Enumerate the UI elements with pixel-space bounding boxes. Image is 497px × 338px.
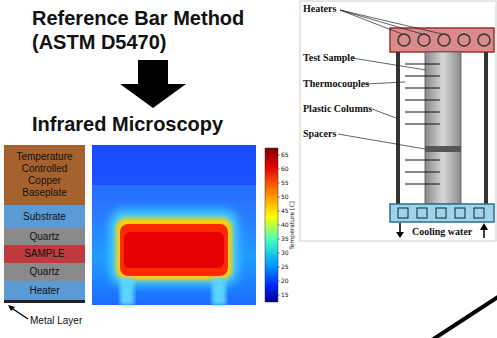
tick-label: 20 [281,278,289,285]
colorbar [265,148,280,302]
layer-box: Quartz [4,263,85,281]
part-label: Heaters [303,3,336,15]
layer-label: Quartz [29,231,59,243]
layer-box: SAMPLE [4,245,85,263]
tick-label: 40 [281,222,289,229]
down-arrow [120,60,186,108]
layer-text-group: Heater [6,285,83,297]
layer-box: Quartz [4,228,85,245]
layer-text-group: Substrate [6,211,83,223]
axis-title: Temperature [C] [289,201,296,250]
metal-layer [4,300,85,303]
part-label: Cooling water [412,226,472,238]
reference-bar-apparatus [300,1,496,241]
layer-text-group: SAMPLE [6,248,83,260]
tick-label: 65 [281,152,289,159]
diagonal-stroke [432,297,497,338]
infrared-image [92,145,256,305]
layer-text-group: Temperature Controlled Copper Baseplate [6,151,83,199]
part-label: Plastic Columns [303,103,372,115]
layer-callout: Metal Layer [30,315,82,327]
layer-text-group: Quartz [6,266,83,278]
layer-box: Temperature Controlled Copper Baseplate [4,145,85,205]
part-label: Test Sample [303,52,355,64]
layer-box: Substrate [4,205,85,228]
tick-label: 55 [281,180,289,187]
tick-label: 35 [281,236,289,243]
tick-label: 30 [281,250,289,257]
layer-label: Quartz [29,266,59,278]
title: Reference Bar Method (ASTM D5470) [32,6,282,54]
layer-label: SAMPLE [24,248,65,260]
layer-text-group: Quartz [6,231,83,243]
layer-label: Substrate [23,211,66,223]
part-label: Spacers [303,128,336,140]
section-heading: Infrared Microscopy [32,113,223,136]
tick-label: 25 [281,264,289,271]
tick-label: 60 [281,166,289,173]
tick-label: 15 [281,292,289,299]
layer-label: Temperature Controlled Copper Baseplate [6,151,83,199]
part-label: Thermocouples [303,78,369,90]
tick-label: 45 [281,208,289,215]
layer-label: Heater [29,285,59,297]
arrow-head [8,305,15,311]
tick-label: 50 [281,194,289,201]
layer-box: Heater [4,281,85,300]
